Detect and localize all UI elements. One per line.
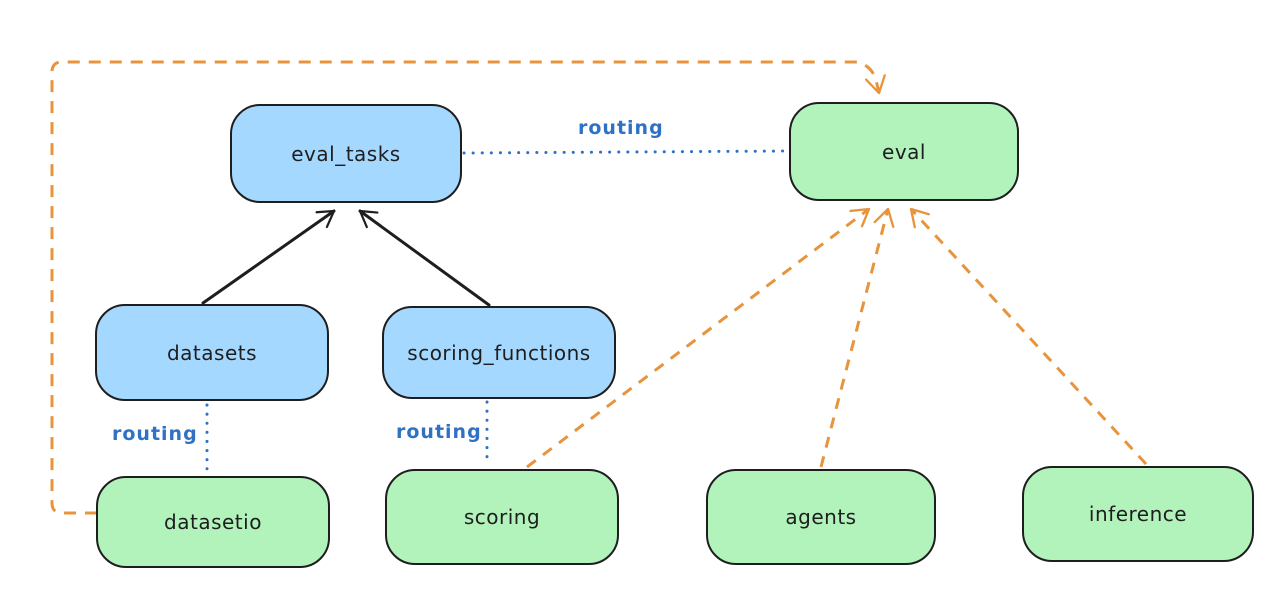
edge-inference-to-eval — [909, 207, 1148, 466]
node-scoring-functions: scoring_functions — [382, 306, 616, 399]
edge-eval-tasks-to-eval-routing — [462, 149, 789, 155]
node-inference-label: inference — [1088, 502, 1188, 526]
edge-datasetio-to-eval — [50, 60, 886, 515]
routing-label-scoring-functions-scoring: routing — [396, 421, 482, 443]
node-datasetio: datasetio — [96, 476, 330, 568]
node-eval-tasks-label: eval_tasks — [291, 141, 401, 166]
node-scoring-label: scoring — [463, 505, 541, 529]
node-inference: inference — [1022, 466, 1254, 562]
node-datasets: datasets — [95, 304, 329, 401]
edge-datasets-to-eval-tasks — [201, 209, 336, 305]
node-scoring: scoring — [385, 469, 619, 565]
node-agents-label: agents — [785, 505, 857, 529]
edge-scoring-functions-to-eval-tasks — [358, 209, 491, 307]
routing-label-eval-tasks-eval: routing — [578, 117, 664, 139]
node-datasetio-label: datasetio — [164, 510, 262, 534]
node-scoring-functions-label: scoring_functions — [407, 340, 591, 365]
node-eval-label: eval — [882, 139, 926, 164]
node-datasets-label: datasets — [166, 340, 258, 365]
node-agents: agents — [706, 469, 936, 565]
routing-label-datasets-datasetio: routing — [112, 423, 198, 445]
edge-agents-to-eval — [819, 207, 895, 468]
node-eval: eval — [789, 102, 1019, 201]
node-eval-tasks: eval_tasks — [230, 104, 462, 203]
